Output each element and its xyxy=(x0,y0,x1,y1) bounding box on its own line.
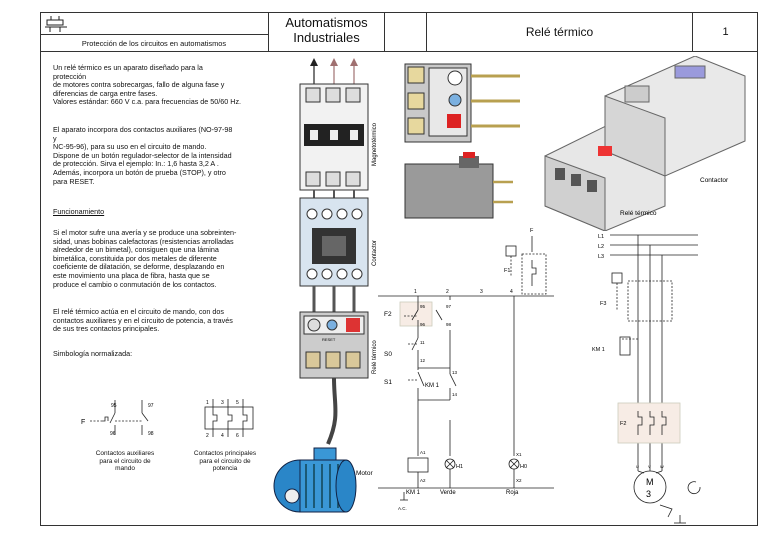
relay-photos: Contactor Relé térmico xyxy=(404,56,746,231)
sym-95: 95 xyxy=(111,403,117,409)
ctrl-95: 95 xyxy=(420,304,426,309)
pwr-l1: L1 xyxy=(598,234,604,240)
motor-label: Motor xyxy=(356,470,373,477)
ctrl-a2: A2 xyxy=(420,478,426,483)
ctrl-col-3: 3 xyxy=(480,289,483,295)
ctrl-f2: F2 xyxy=(384,311,392,318)
pwr-l3: L3 xyxy=(598,254,604,260)
pwr-v: V xyxy=(648,464,651,469)
ctrl-f1: F1 xyxy=(504,268,510,274)
ctrl-s1: S1 xyxy=(384,379,392,386)
ctrl-h1: H1 xyxy=(456,464,463,470)
control-circuit: F2 S0 S1 KM 1 KM 1 Verde Roja H1 H0 1 2 … xyxy=(378,228,554,511)
funcionamiento-heading: Funcionamiento xyxy=(53,207,105,216)
sym-3: 3 xyxy=(221,400,224,406)
ctrl-col-2: 2 xyxy=(446,289,449,295)
header-topic: Relé térmico xyxy=(426,12,693,52)
ctrl-x2: X2 xyxy=(516,478,522,483)
intro-paragraph: Un relé térmico es un aparato diseñado p… xyxy=(53,63,242,107)
assembly-illustration: Motor Magnetotérmico Contactor Relé térm… xyxy=(273,58,378,513)
sym-6: 6 xyxy=(236,433,239,439)
symbol-diagrams: F 95 96 97 98 1 3 5 2 4 6 xyxy=(81,399,254,439)
school-logo-icon xyxy=(45,16,67,32)
pwr-w: W xyxy=(660,464,664,469)
sym-98: 98 xyxy=(148,431,154,437)
pwr-u: U xyxy=(636,464,639,469)
ctrl-ac: A.C. xyxy=(398,506,407,511)
sym-f-label: F xyxy=(81,419,85,426)
ctrl-roja: Roja xyxy=(506,490,519,496)
ctrl-s0: S0 xyxy=(384,351,392,358)
relay-label: Relé térmico xyxy=(372,340,378,374)
sym-1: 1 xyxy=(206,400,209,406)
pwr-f3: F3 xyxy=(600,301,606,307)
title-line-2: Industriales xyxy=(293,30,360,45)
ctrl-14: 14 xyxy=(452,392,458,397)
ctrl-96: 96 xyxy=(420,322,426,327)
title-line-1: Automatismos xyxy=(285,15,368,30)
sym-5: 5 xyxy=(236,400,239,406)
header-divider xyxy=(40,34,268,35)
ctrl-a1: A1 xyxy=(420,450,426,455)
ctrl-f: F xyxy=(530,228,534,234)
motor-icon xyxy=(273,447,357,513)
ctrl-98: 98 xyxy=(446,322,452,327)
photo-relay-label: Relé térmico xyxy=(620,210,657,217)
page-number: 1 xyxy=(722,26,729,38)
header-left: Protección de los circuitos en automatis… xyxy=(40,12,268,52)
sym-2: 2 xyxy=(206,433,209,439)
ctrl-11: 11 xyxy=(420,340,425,345)
header-title: Automatismos Industriales xyxy=(268,12,385,52)
contacts-paragraph: El aparato incorpora dos contactos auxil… xyxy=(53,125,233,186)
header-subtitle: Protección de los circuitos en automatis… xyxy=(81,39,227,48)
pwr-f2: F2 xyxy=(620,421,626,427)
ctrl-97: 97 xyxy=(446,304,452,309)
sym-96: 96 xyxy=(110,431,116,437)
ctrl-km1-coil: KM 1 xyxy=(406,490,421,496)
ctrl-col-4: 4 xyxy=(510,289,513,295)
operation-paragraph: Si el motor sufre una avería y se produc… xyxy=(53,228,237,289)
sym-4: 4 xyxy=(221,433,224,439)
header: Protección de los circuitos en automatis… xyxy=(40,12,758,52)
breaker-label: Magnetotérmico xyxy=(372,122,378,166)
ctrl-12: 12 xyxy=(420,358,426,363)
ctrl-h0: H0 xyxy=(520,464,527,470)
power-circuit: L1 L2 L3 F3 KM 1 F2 M 3 U V W xyxy=(592,234,701,524)
contactor-label: Contactor xyxy=(372,240,378,266)
simbologia-label: Simbología normalizada: xyxy=(53,349,133,358)
pwr-motor-3: 3 xyxy=(646,489,651,499)
ctrl-km1-contact: KM 1 xyxy=(425,383,440,389)
pwr-motor-m: M xyxy=(646,477,654,487)
sym-97: 97 xyxy=(148,403,154,409)
reset-label: RESET xyxy=(322,337,336,342)
ctrl-col-1: 1 xyxy=(414,289,417,295)
pwr-km1: KM 1 xyxy=(592,347,605,353)
photo-contactor-label: Contactor xyxy=(700,177,729,184)
ctrl-13: 13 xyxy=(452,370,458,375)
pwr-l2: L2 xyxy=(598,244,604,250)
action-paragraph: El relé térmico actúa en el circuito de … xyxy=(53,307,233,334)
ctrl-verde: Verde xyxy=(440,490,456,496)
page-frame xyxy=(40,12,758,526)
ctrl-x1: X1 xyxy=(516,452,522,457)
